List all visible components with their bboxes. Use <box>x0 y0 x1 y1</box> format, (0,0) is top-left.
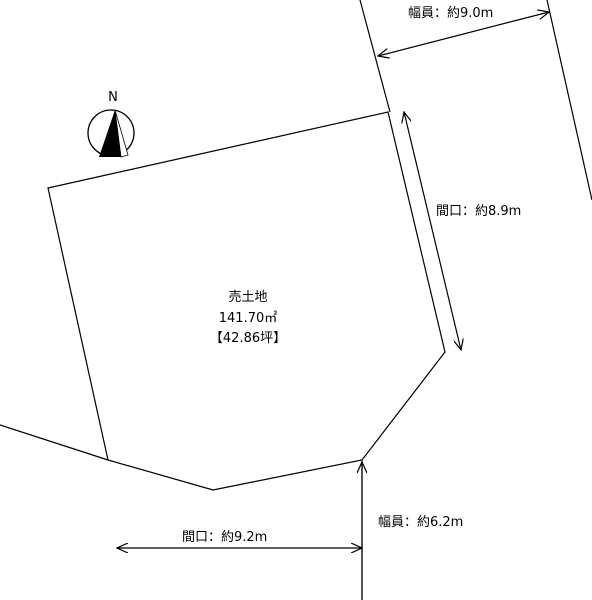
lot-area-m2: 141.70㎡ <box>218 311 278 326</box>
lot-area-tsubo: 【42.86坪】 <box>209 331 287 346</box>
north-arrow-icon <box>87 109 135 158</box>
dimension-arrow-road-width-top <box>378 12 549 56</box>
road-width-top-label: 幅員：約9.0m <box>408 6 494 21</box>
road-line-top-left <box>359 0 391 113</box>
lot-outline <box>47 111 446 491</box>
compass-north-label: N <box>108 90 118 105</box>
neighbor-line-left <box>0 424 109 461</box>
dimension-arrow-frontage-right <box>404 112 461 350</box>
frontage-bottom-label: 間口：約9.2m <box>182 530 268 545</box>
frontage-right-label: 間口：約8.9m <box>436 204 522 219</box>
road-line-top-right <box>546 0 592 201</box>
lot-title: 売土地 <box>228 290 268 305</box>
road-width-bottom-label: 幅員：約6.2m <box>378 515 464 530</box>
